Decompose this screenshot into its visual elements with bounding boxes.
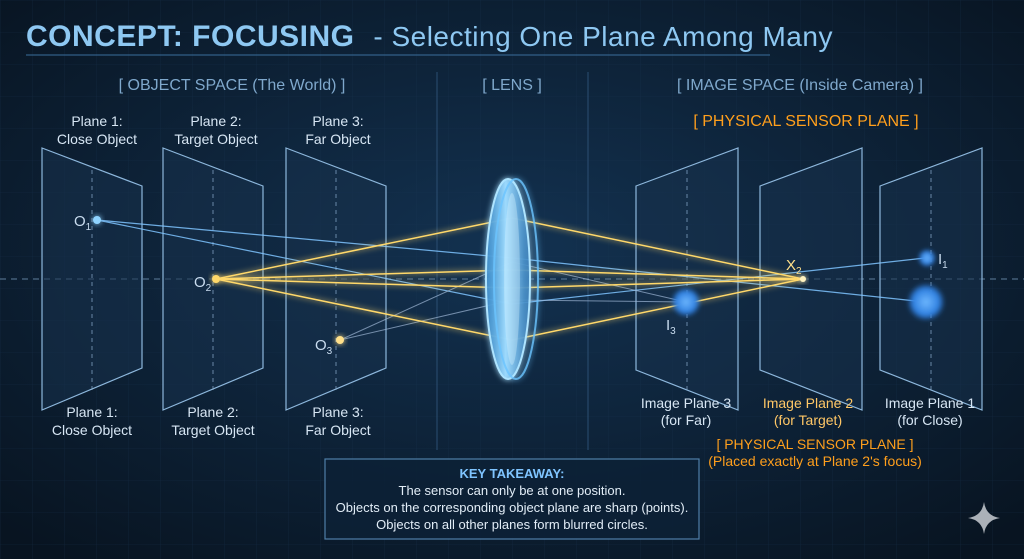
lens [485,178,539,380]
object-point-o2 [212,275,220,283]
key-takeaway-box: KEY TAKEAWAY: The sensor can only be at … [324,458,700,540]
sensor-bottom-label: [ PHYSICAL SENSOR PLANE ](Placed exactly… [708,436,922,469]
object-plane-1 [41,147,143,411]
rays-far-object [339,261,687,341]
point-label-i1: I1 [938,251,948,271]
object-point-o1 [93,216,101,224]
object-point-o3 [336,336,344,344]
section-object-space: [ OBJECT SPACE (The World) ] [119,77,346,94]
image-plane-3-label: Image Plane 3(for Far) [641,395,731,428]
title-main: CONCEPT: FOCUSING [26,20,355,53]
point-label-x2: X2 [786,257,802,277]
takeaway-line-1: The sensor can only be at one position. [399,483,626,498]
object-plane-1-bottom-label: Plane 1:Close Object [52,404,132,438]
takeaway-line-3: Objects on all other planes form blurred… [376,517,648,532]
point-label-o2: O2 [194,274,212,294]
point-label-o1: O1 [74,213,92,233]
takeaway-line-2: Objects on the corresponding object plan… [336,500,689,515]
object-plane-2-top-label: Plane 2:Target Object [174,113,257,147]
image-plane-1-label: Image Plane 1(for Close) [885,395,975,428]
sensor-top-label: [ PHYSICAL SENSOR PLANE ] [693,113,918,130]
object-plane-1-top-label: Plane 1:Close Object [57,113,137,147]
rays-target-object [215,217,804,341]
object-plane-3 [285,147,387,411]
image-plane-2 [759,147,863,411]
section-image-space: [ IMAGE SPACE (Inside Camera) ] [677,77,923,94]
blur-circle-i1-small [918,249,936,267]
object-plane-3-top-label: Plane 3:Far Object [305,113,370,147]
title-subtitle: - Selecting One Plane Among Many [373,21,833,52]
takeaway-heading: KEY TAKEAWAY: [460,466,565,481]
image-plane-3 [635,147,739,411]
focus-point-x2 [800,276,806,282]
blur-circle-i3 [671,287,701,317]
image-plane-1 [879,147,983,411]
object-plane-3-bottom-label: Plane 3:Far Object [305,404,370,438]
point-label-i3: I3 [666,317,676,337]
page-title: CONCEPT: FOCUSING - Selecting One Plane … [26,20,833,53]
sparkle-icon [968,502,1000,534]
image-plane-2-label: Image Plane 2(for Target) [763,395,853,428]
blur-circle-i1-large [907,283,945,321]
object-plane-2-bottom-label: Plane 2:Target Object [171,404,254,438]
section-lens: [ LENS ] [482,77,542,94]
point-label-o3: O3 [315,337,333,357]
